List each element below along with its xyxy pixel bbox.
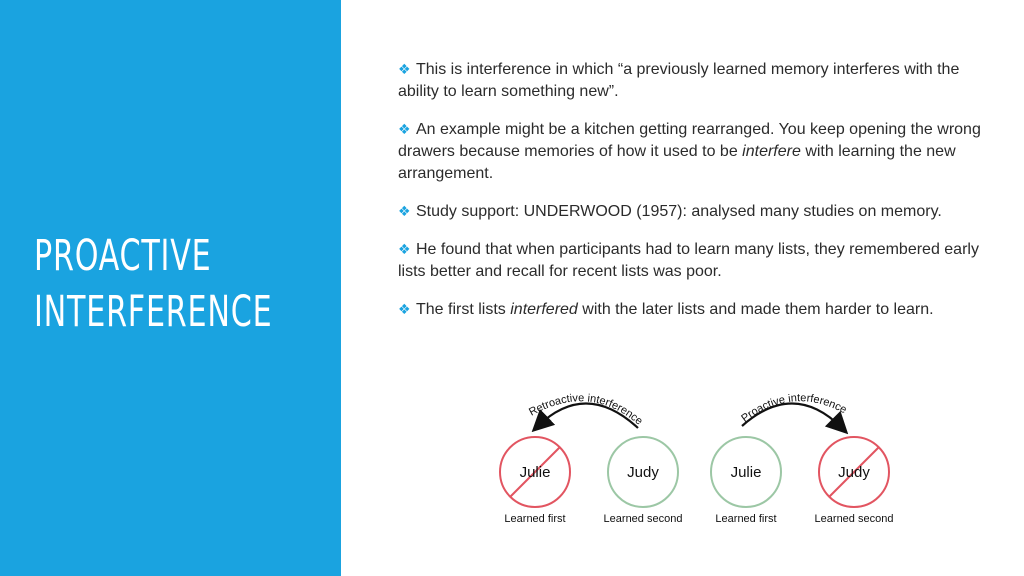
bullet-text: Study support: UNDERWOOD (1957): analyse… bbox=[416, 203, 942, 220]
bullet-item: ❖This is interference in which “a previo… bbox=[398, 58, 998, 103]
bullet-text: He found that when participants had to l… bbox=[398, 241, 979, 280]
diamond-cluster-icon: ❖ bbox=[398, 121, 411, 137]
bullet-list: ❖This is interference in which “a previo… bbox=[398, 58, 998, 336]
bullet-text-end: with learning the new arrangement. bbox=[398, 143, 956, 182]
cross-out-slash bbox=[828, 446, 880, 498]
interference-diagram: Retroactive interference Julie Learned f… bbox=[499, 392, 894, 525]
diamond-cluster-icon: ❖ bbox=[398, 61, 411, 77]
bullet-text-end: with the later lists and made them harde… bbox=[577, 301, 934, 318]
proactive-group: Proactive interference Julie Learned fir… bbox=[710, 392, 894, 525]
caption-learned-first: Learned first bbox=[715, 513, 776, 525]
bullet-text: This is interference in which “a previou… bbox=[398, 61, 960, 100]
circle-name-julie: Julie bbox=[520, 464, 551, 481]
proactive-arrow bbox=[741, 402, 849, 435]
judy-circle bbox=[607, 436, 679, 508]
julie-circle-crossed bbox=[499, 436, 571, 508]
diamond-cluster-icon: ❖ bbox=[398, 301, 411, 317]
bullet-text: The first lists bbox=[416, 301, 511, 318]
slide-title-line1: PROACTIVE bbox=[34, 231, 212, 281]
retroactive-label: Retroactive interference bbox=[527, 392, 645, 427]
caption-learned-first: Learned first bbox=[504, 513, 565, 525]
circle-name-judy: Judy bbox=[838, 464, 870, 481]
caption-learned-second: Learned second bbox=[604, 513, 683, 525]
retroactive-arrow bbox=[531, 402, 639, 433]
bullet-item: ❖An example might be a kitchen getting r… bbox=[398, 118, 998, 185]
bullet-item: ❖He found that when participants had to … bbox=[398, 238, 998, 283]
bullet-emphasis: interfered bbox=[510, 301, 578, 318]
julie-circle bbox=[710, 436, 782, 508]
judy-circle-crossed bbox=[818, 436, 890, 508]
circle-name-julie: Julie bbox=[731, 464, 762, 481]
circle-name-judy: Judy bbox=[627, 464, 659, 481]
bullet-item: ❖ Study support: UNDERWOOD (1957): analys… bbox=[398, 200, 998, 223]
cross-out-slash bbox=[509, 446, 561, 498]
slide-title-line2: INTERFERENCE bbox=[34, 287, 273, 337]
slide-title: PROACTIVE INTERFERENCE bbox=[34, 228, 273, 340]
bullet-emphasis: interfere bbox=[742, 143, 801, 160]
diamond-cluster-icon: ❖ bbox=[398, 241, 411, 257]
bullet-item: ❖ The first lists interfered with the lat… bbox=[398, 298, 998, 321]
bullet-text: An example might be a kitchen getting re… bbox=[398, 121, 981, 160]
retroactive-group: Retroactive interference Julie Learned f… bbox=[499, 392, 683, 525]
caption-learned-second: Learned second bbox=[815, 513, 894, 525]
title-panel: PROACTIVE INTERFERENCE bbox=[0, 0, 341, 576]
diamond-cluster-icon: ❖ bbox=[398, 203, 411, 219]
